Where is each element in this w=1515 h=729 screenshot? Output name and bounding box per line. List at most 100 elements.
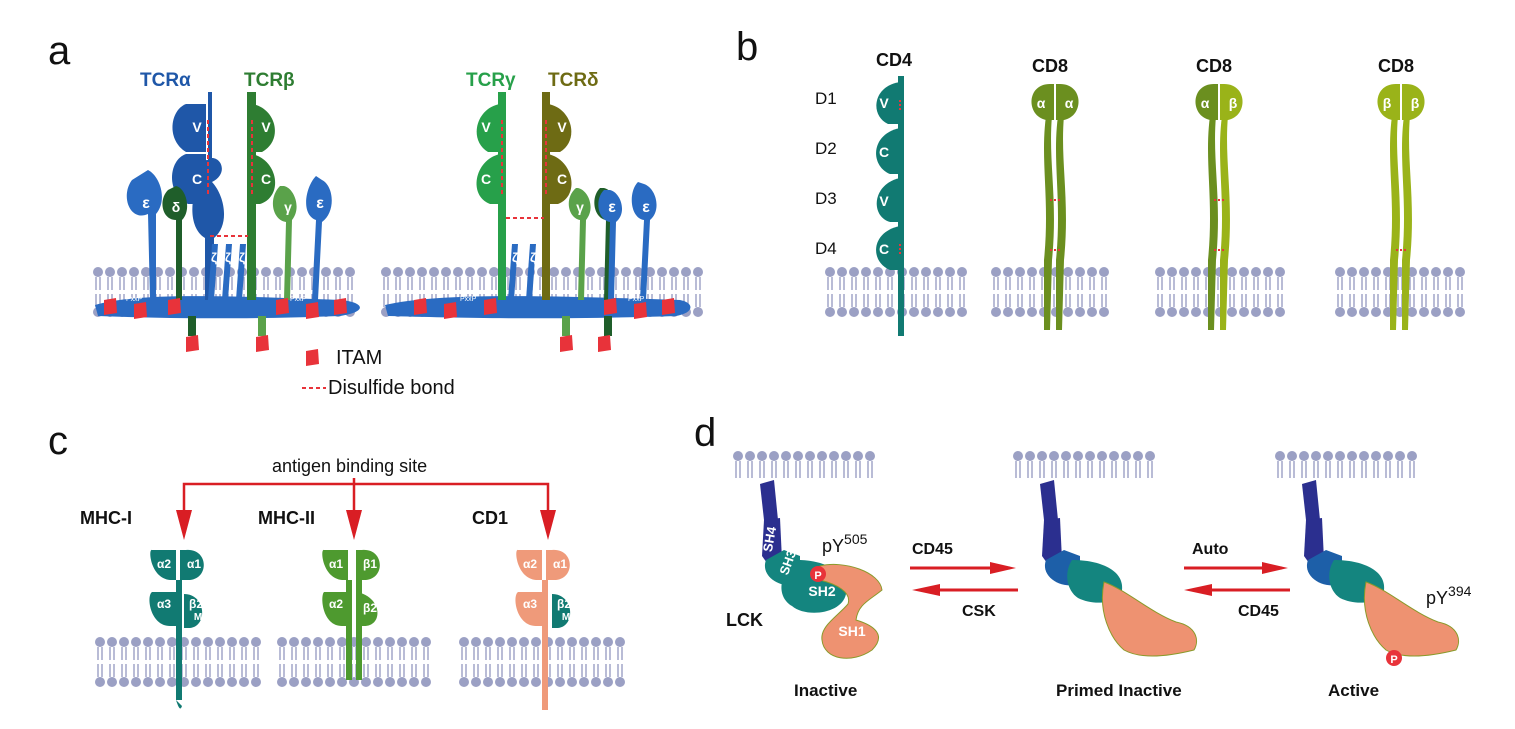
p-badge-2: P [1390, 654, 1397, 666]
zeta-1-label: ζ [211, 250, 217, 265]
lipid [408, 636, 420, 688]
lipid [1226, 266, 1238, 318]
pxxp-label-2: PxxP [290, 296, 307, 303]
lipid [1262, 266, 1274, 318]
py505-label: pY505 [822, 531, 868, 556]
lipid [1454, 266, 1466, 318]
lipid [396, 636, 408, 688]
lipid [1430, 266, 1442, 318]
lipid [692, 266, 704, 318]
gamma-2-label: γ [576, 199, 584, 215]
lipid [1096, 450, 1108, 479]
lipid [312, 636, 324, 688]
panel-d: d SH4 SH3 SH2 SH1 P pY505 LCK CD45 CSK [694, 411, 1472, 700]
phospho-y505-icon [810, 566, 826, 582]
lipid [872, 266, 884, 318]
lipid [1370, 450, 1382, 479]
cd1-a2: α2 [523, 557, 537, 571]
cd4-title: CD4 [876, 50, 912, 70]
cd45-reverse-label: CD45 [1238, 603, 1279, 620]
mhc2-b1: β1 [363, 557, 377, 571]
lipid [494, 636, 506, 688]
cd3-gamma-2 [568, 188, 591, 300]
lipid [166, 636, 178, 688]
state-primed-inactive-label: Primed Inactive [1056, 681, 1182, 700]
lipid [852, 450, 864, 479]
panel-b: b CD4 CD8 CD8 CD8 D1 D2 D3 D4 V C V C [736, 25, 1466, 336]
panel-c-letter: c [48, 419, 68, 463]
lipid [602, 636, 614, 688]
mhc2-molecule: α1 β1 α2 β2 [322, 549, 380, 680]
cd1-a1: α1 [553, 557, 567, 571]
lipid [1286, 450, 1298, 479]
lipid [768, 450, 780, 479]
lipid [518, 636, 530, 688]
lipid [336, 636, 348, 688]
lipid [1144, 450, 1156, 479]
lipid [1036, 450, 1048, 479]
delta-c-domain-label: C [557, 171, 567, 187]
lipid [1132, 450, 1144, 479]
lipid [142, 636, 154, 688]
alpha-v-domain-label: V [192, 119, 202, 135]
cd45-forward-label: CD45 [912, 541, 953, 558]
lipid [956, 266, 968, 318]
lipid [1190, 266, 1202, 318]
lipid [1074, 266, 1086, 318]
sh1-label: SH1 [838, 623, 865, 639]
cd1-label: CD1 [472, 508, 508, 528]
panel-c: c antigen binding site MHC-I MHC-II CD1 … [48, 419, 626, 710]
lipid [756, 450, 768, 479]
lipid [1014, 266, 1026, 318]
lipid [1108, 450, 1120, 479]
cd3-gamma-right [272, 186, 297, 300]
mhc2-label: MHC-II [258, 508, 315, 528]
lipid [1322, 450, 1334, 479]
lipid [1334, 266, 1346, 318]
cd3-epsilon-2a [598, 190, 623, 300]
lipid [828, 450, 840, 479]
lipid [288, 636, 300, 688]
cd3-epsilon-2b [631, 182, 657, 300]
arrows-cd45-csk: CD45 CSK [910, 541, 1018, 620]
row-d1-label: D1 [815, 89, 837, 108]
cd4-molecule: V C V C [876, 76, 904, 336]
lipid [130, 636, 142, 688]
itam-legend-label: ITAM [336, 347, 382, 369]
lipid [1024, 450, 1036, 479]
panel-d-letter: d [694, 411, 716, 455]
lipid [1346, 266, 1358, 318]
lipid [1178, 266, 1190, 318]
csk-label: CSK [962, 603, 996, 620]
panel-b-letter: b [736, 25, 758, 69]
pxxp-label-3: PxxP [460, 296, 477, 303]
cd8-alpha-beta: α β [1195, 84, 1243, 330]
pxxp-label-1: PxxP [126, 296, 143, 303]
cd4-d1-label: V [879, 95, 889, 111]
lipid [792, 450, 804, 479]
delta-2-label: δ [622, 199, 631, 215]
cd8-ab-title: CD8 [1196, 56, 1232, 76]
cd8-aa-left-label: α [1037, 95, 1046, 111]
lipid [154, 636, 166, 688]
lipid [1394, 450, 1406, 479]
lipid [1418, 266, 1430, 318]
cd8-bb-right-label: β [1411, 95, 1420, 111]
lipid [1084, 450, 1096, 479]
lipid [920, 266, 932, 318]
mhc1-a1: α1 [187, 557, 201, 571]
state-inactive-label: Inactive [794, 681, 857, 700]
arrow-cd1 [540, 510, 556, 540]
cd3-epsilon-left [126, 170, 162, 300]
gamma-v-domain-label: V [481, 119, 491, 135]
mhc1-label: MHC-I [80, 508, 132, 528]
mhc1-b2: β2 [189, 597, 203, 611]
lipid [1442, 266, 1454, 318]
lipid [360, 636, 372, 688]
lipid [614, 636, 626, 688]
lipid [824, 266, 836, 318]
gamma-c-domain-label: C [481, 171, 491, 187]
cd8-aa-right-label: α [1065, 95, 1074, 111]
lipid [944, 266, 956, 318]
